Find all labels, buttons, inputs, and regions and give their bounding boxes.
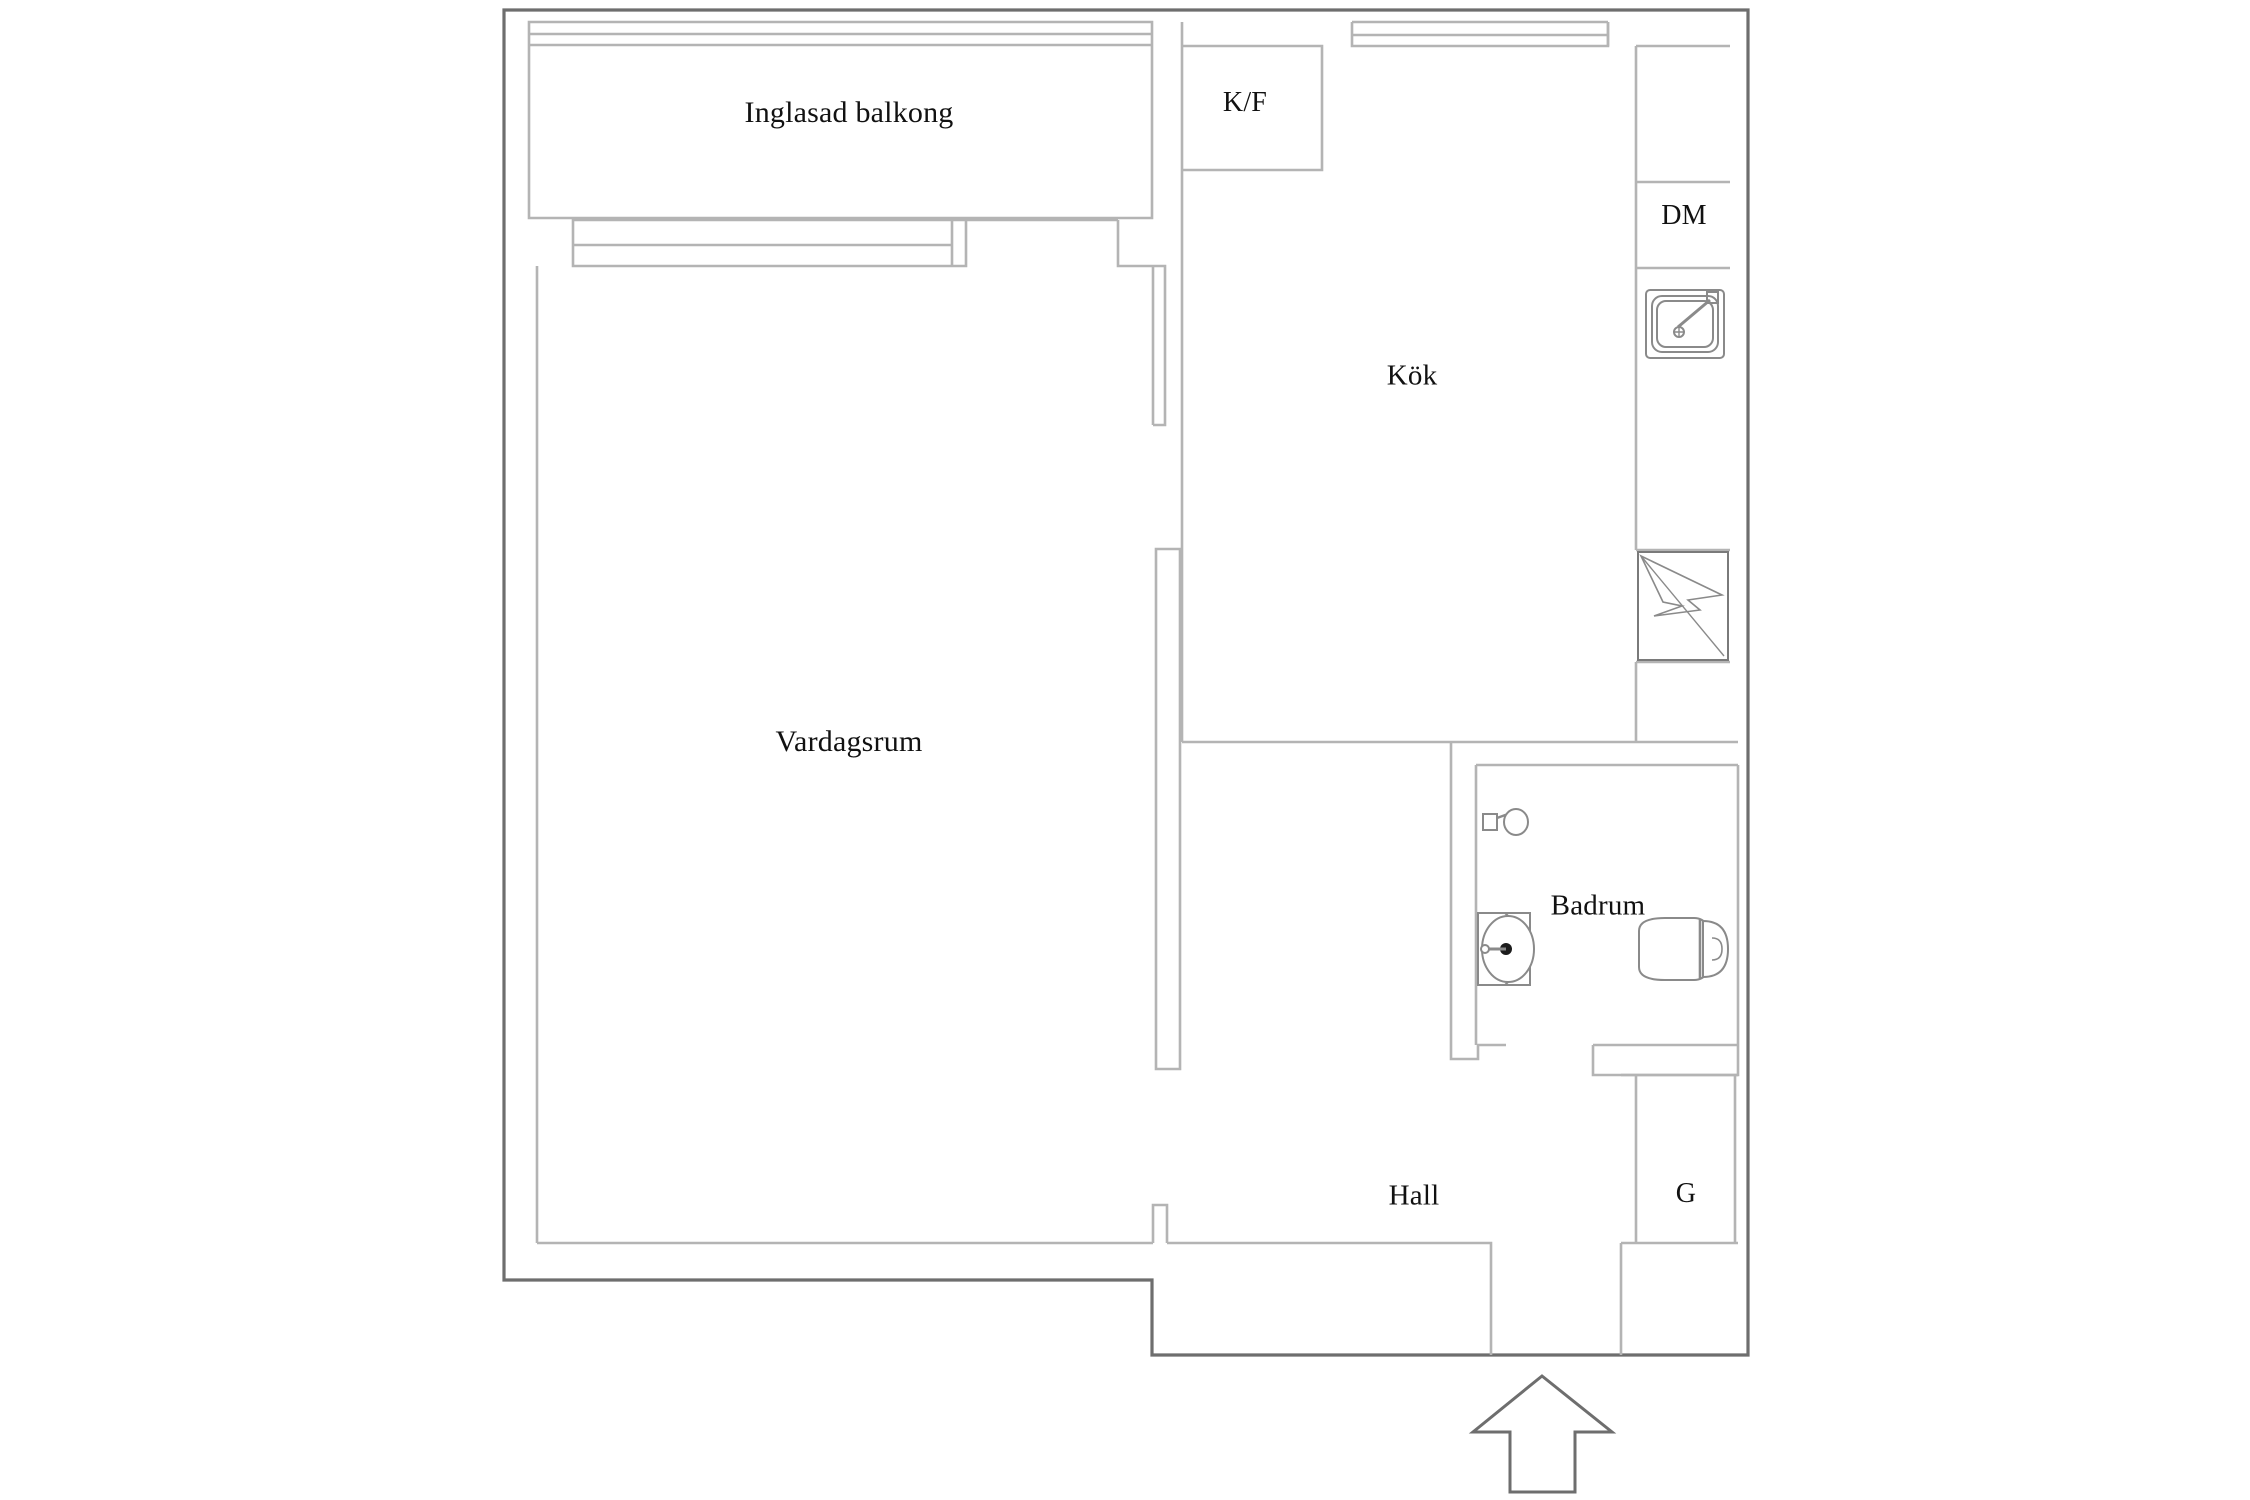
partition-wall <box>1154 547 1182 1071</box>
room-label-fridge-freezer: K/F <box>1222 87 1268 118</box>
patio-door <box>571 218 968 268</box>
kitchen-outline <box>1180 20 1730 744</box>
room-label-kitchen: Kök <box>1386 359 1438 392</box>
room-label-living-room: Vardagsrum <box>775 725 923 758</box>
outer-walls <box>502 8 1750 1357</box>
room-label-dishwasher: DM <box>1661 200 1707 231</box>
toilet-icon <box>1638 917 1730 981</box>
hall-outline <box>1167 1241 1738 1355</box>
living-room-outline <box>535 218 1169 1245</box>
room-label-balcony: Inglasad balkong <box>744 96 954 129</box>
shower-head-icon <box>1482 808 1529 836</box>
bathroom-sink-icon <box>1477 912 1535 986</box>
entrance-arrow-icon <box>1468 1374 1617 1494</box>
room-label-wardrobe: G <box>1675 1178 1697 1209</box>
inner-walls <box>527 20 1740 1355</box>
wardrobe-outline <box>1621 1073 1738 1243</box>
room-label-hall: Hall <box>1388 1179 1440 1212</box>
fridge-freezer-box <box>1182 44 1324 172</box>
stove-icon <box>1637 551 1729 661</box>
kitchen-sink-icon <box>1645 289 1725 359</box>
room-label-bathroom: Badrum <box>1550 889 1646 922</box>
balcony-outline <box>527 20 1154 220</box>
